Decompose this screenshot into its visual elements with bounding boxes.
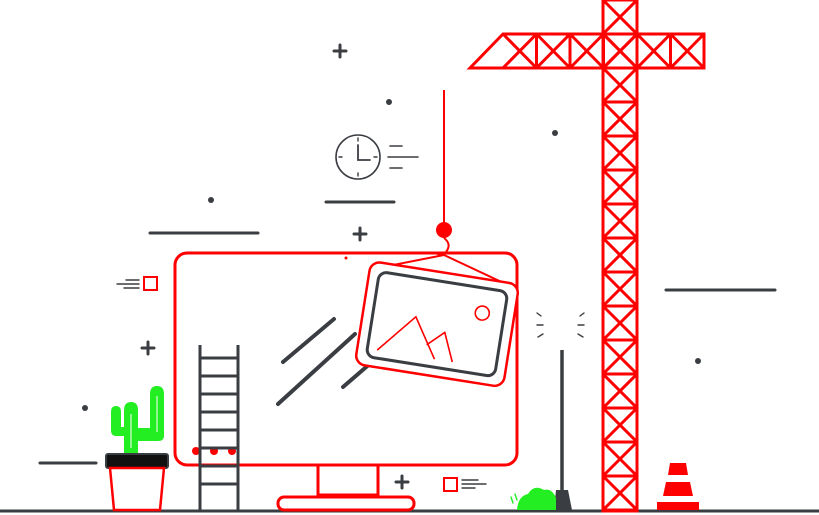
image-icon [354, 261, 520, 388]
decor-lines [38, 200, 777, 465]
hook [377, 90, 511, 287]
cactus-pot [105, 386, 169, 512]
decor-sparkles [82, 43, 701, 490]
tower-crane [466, 0, 706, 513]
broom [510, 312, 585, 510]
computer-monitor [173, 251, 519, 512]
traffic-cone [657, 463, 699, 510]
clock-icon [335, 134, 419, 180]
decor-squares [116, 276, 487, 492]
ladder [198, 345, 240, 511]
